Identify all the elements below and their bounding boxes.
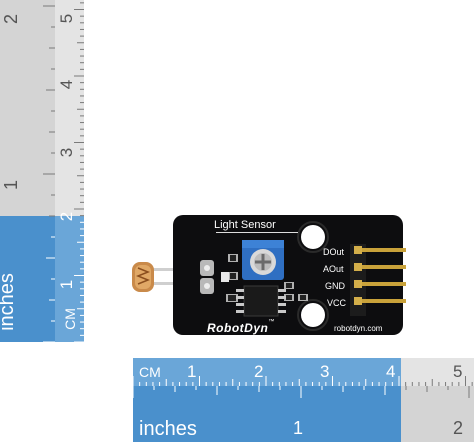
vertical-ruler-ticks xyxy=(43,2,84,342)
vertical-cm-number: 1 xyxy=(57,279,77,290)
pin-label-gnd: GND xyxy=(325,281,345,291)
horizontal-cm-number: 2 xyxy=(254,362,264,381)
status-led xyxy=(221,272,229,282)
horizontal-inches-strip-blue xyxy=(133,386,401,442)
horizontal-inch-number: 2 xyxy=(453,418,464,438)
horizontal-cm-number: 3 xyxy=(320,362,330,381)
horizontal-inches-strip-grey xyxy=(401,386,474,442)
vertical-inches-strip-blue xyxy=(0,216,55,342)
header-pins xyxy=(350,244,406,316)
potentiometer xyxy=(242,240,284,280)
vertical-cm-label: CM xyxy=(61,308,78,330)
horizontal-inch-number: 1 xyxy=(293,418,304,438)
vertical-inch-number: 1 xyxy=(1,179,22,191)
horizontal-inches-label: inches xyxy=(139,418,197,440)
photoresistor xyxy=(132,262,154,292)
vertical-cm-strip-blue xyxy=(55,216,84,342)
horizontal-ruler: CM 1 2 3 4 5 inches 1 2 xyxy=(133,358,474,442)
horizontal-cm-number: 5 xyxy=(453,362,463,381)
light-sensor-board xyxy=(132,215,406,335)
vertical-cm-number: 5 xyxy=(57,13,77,24)
vertical-cm-number: 3 xyxy=(57,147,77,158)
brand-logo-text: RobotDyn xyxy=(207,321,269,335)
brand-logo: RobotDyn™ xyxy=(207,319,274,337)
pin-label-vcc: VCC xyxy=(327,298,347,308)
vertical-cm-number: 2 xyxy=(57,211,77,222)
horizontal-cm-label: CM xyxy=(139,364,161,380)
pin-label-dout: DOut xyxy=(323,247,345,257)
brand-trademark: ™ xyxy=(268,319,275,325)
smd-components xyxy=(226,254,308,302)
horizontal-cm-strip-blue xyxy=(133,358,401,386)
board-website: robotdyn.com xyxy=(334,324,383,333)
horizontal-ruler-ticks xyxy=(133,376,473,398)
mounting-holes xyxy=(297,221,329,331)
pin-label-aout: AOut xyxy=(323,264,344,274)
vertical-ruler: 2 1 inches 5 4 3 2 1 CM xyxy=(0,0,84,342)
vertical-inches-label: inches xyxy=(0,273,18,331)
pcb xyxy=(173,215,403,335)
horizontal-cm-number: 4 xyxy=(386,362,396,381)
ldr-solder-pads xyxy=(200,260,214,294)
horizontal-cm-number: 1 xyxy=(187,362,197,381)
title-underline xyxy=(216,232,298,233)
vertical-inch-number: 2 xyxy=(1,13,22,25)
comparator-chip xyxy=(236,285,286,317)
horizontal-cm-strip-grey xyxy=(401,358,474,386)
vertical-cm-number: 4 xyxy=(57,79,77,90)
board-title: Light Sensor xyxy=(214,219,276,231)
